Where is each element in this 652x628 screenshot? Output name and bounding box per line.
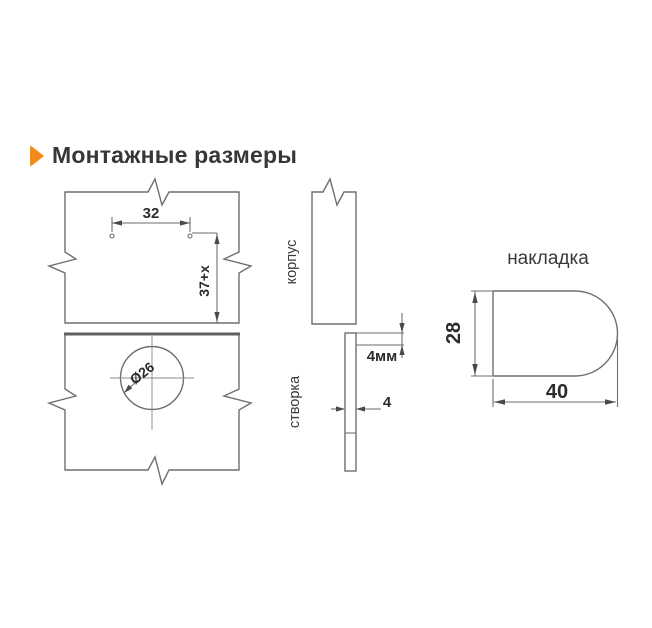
dim-plate-offset: 37+x <box>192 232 220 323</box>
dim-hole-spacing-label: 32 <box>143 205 160 222</box>
screw-hole-left <box>109 233 115 239</box>
body-view-label: корпус <box>284 240 300 285</box>
cup-diameter-label: Ø26 <box>127 358 158 387</box>
dim-overlay-height-label: 28 <box>443 322 465 344</box>
side-panel-outline <box>46 177 253 324</box>
page-title: Монтажные размеры <box>52 142 298 168</box>
section-header: Монтажные размеры <box>30 142 297 169</box>
dim-overlay-gap-label: 4мм <box>367 348 398 365</box>
leaf-view-label: створка <box>287 375 303 428</box>
leaf-side-outline <box>344 332 357 472</box>
dim-hole-spacing: 32 <box>109 205 193 239</box>
side-panel-front-view: 32 37+x <box>46 177 253 324</box>
section-marker-icon <box>30 144 44 167</box>
overlay-plate-view: накладка 28 40 <box>443 248 619 407</box>
dim-overlay-height: 28 <box>443 290 492 377</box>
dim-overlay-gap: 4мм <box>356 313 405 365</box>
dim-leaf-thickness: 4 <box>331 394 392 412</box>
door-front-view: Ø26 <box>46 332 253 486</box>
overlay-title: накладка <box>507 248 589 269</box>
dim-overlay-width-label: 40 <box>546 381 568 403</box>
dim-overlay-width: 40 <box>492 339 619 407</box>
dim-leaf-thickness-label: 4 <box>383 394 392 411</box>
door-outline <box>46 335 253 486</box>
screw-hole-right <box>187 233 193 239</box>
overlay-outline <box>492 290 619 377</box>
dim-plate-offset-label: 37+x <box>196 265 212 297</box>
door-side-view: створка 4мм 4 <box>287 313 405 472</box>
side-panel-side-view: корпус <box>284 177 357 325</box>
body-side-outline <box>311 177 357 325</box>
